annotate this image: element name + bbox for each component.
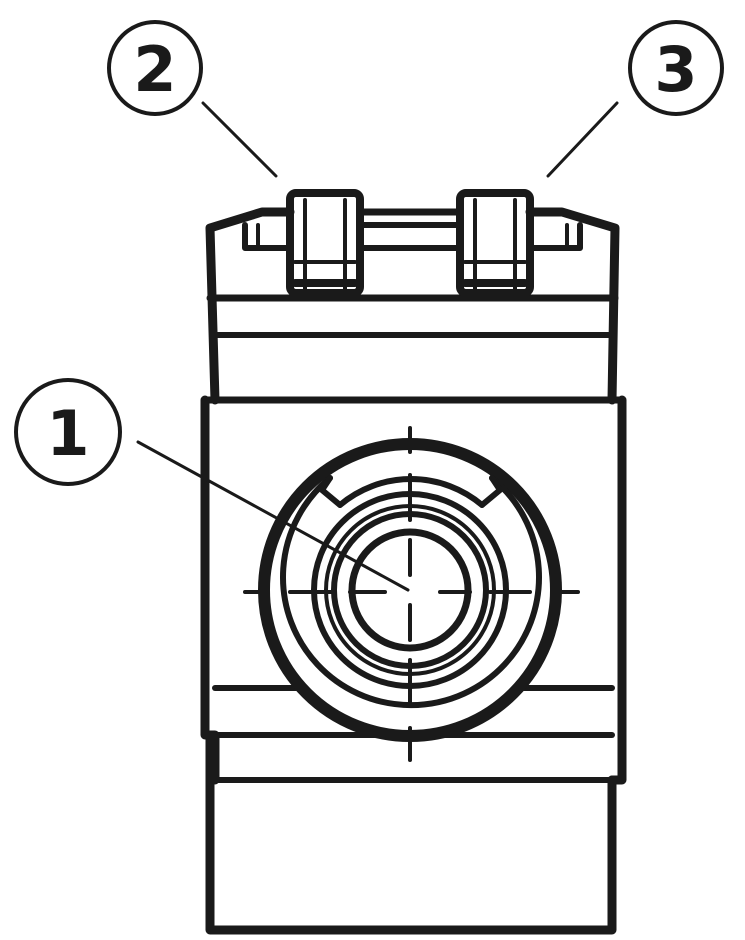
callout-circle-1 xyxy=(14,378,122,486)
callout-circle-2 xyxy=(107,20,203,116)
callout-circle-3 xyxy=(628,20,724,116)
left-bolt xyxy=(286,189,364,297)
leader-line-2 xyxy=(201,101,278,178)
center-crosshair xyxy=(243,426,580,762)
right-bolt xyxy=(456,189,534,297)
callout-label-3: 3 xyxy=(654,33,697,106)
leader-line-1 xyxy=(136,440,410,592)
callout-label-2: 2 xyxy=(133,33,176,106)
leader-line-3 xyxy=(546,101,619,178)
callout-label-1: 1 xyxy=(46,397,89,470)
top-cap xyxy=(205,207,620,405)
base-block xyxy=(205,730,617,935)
